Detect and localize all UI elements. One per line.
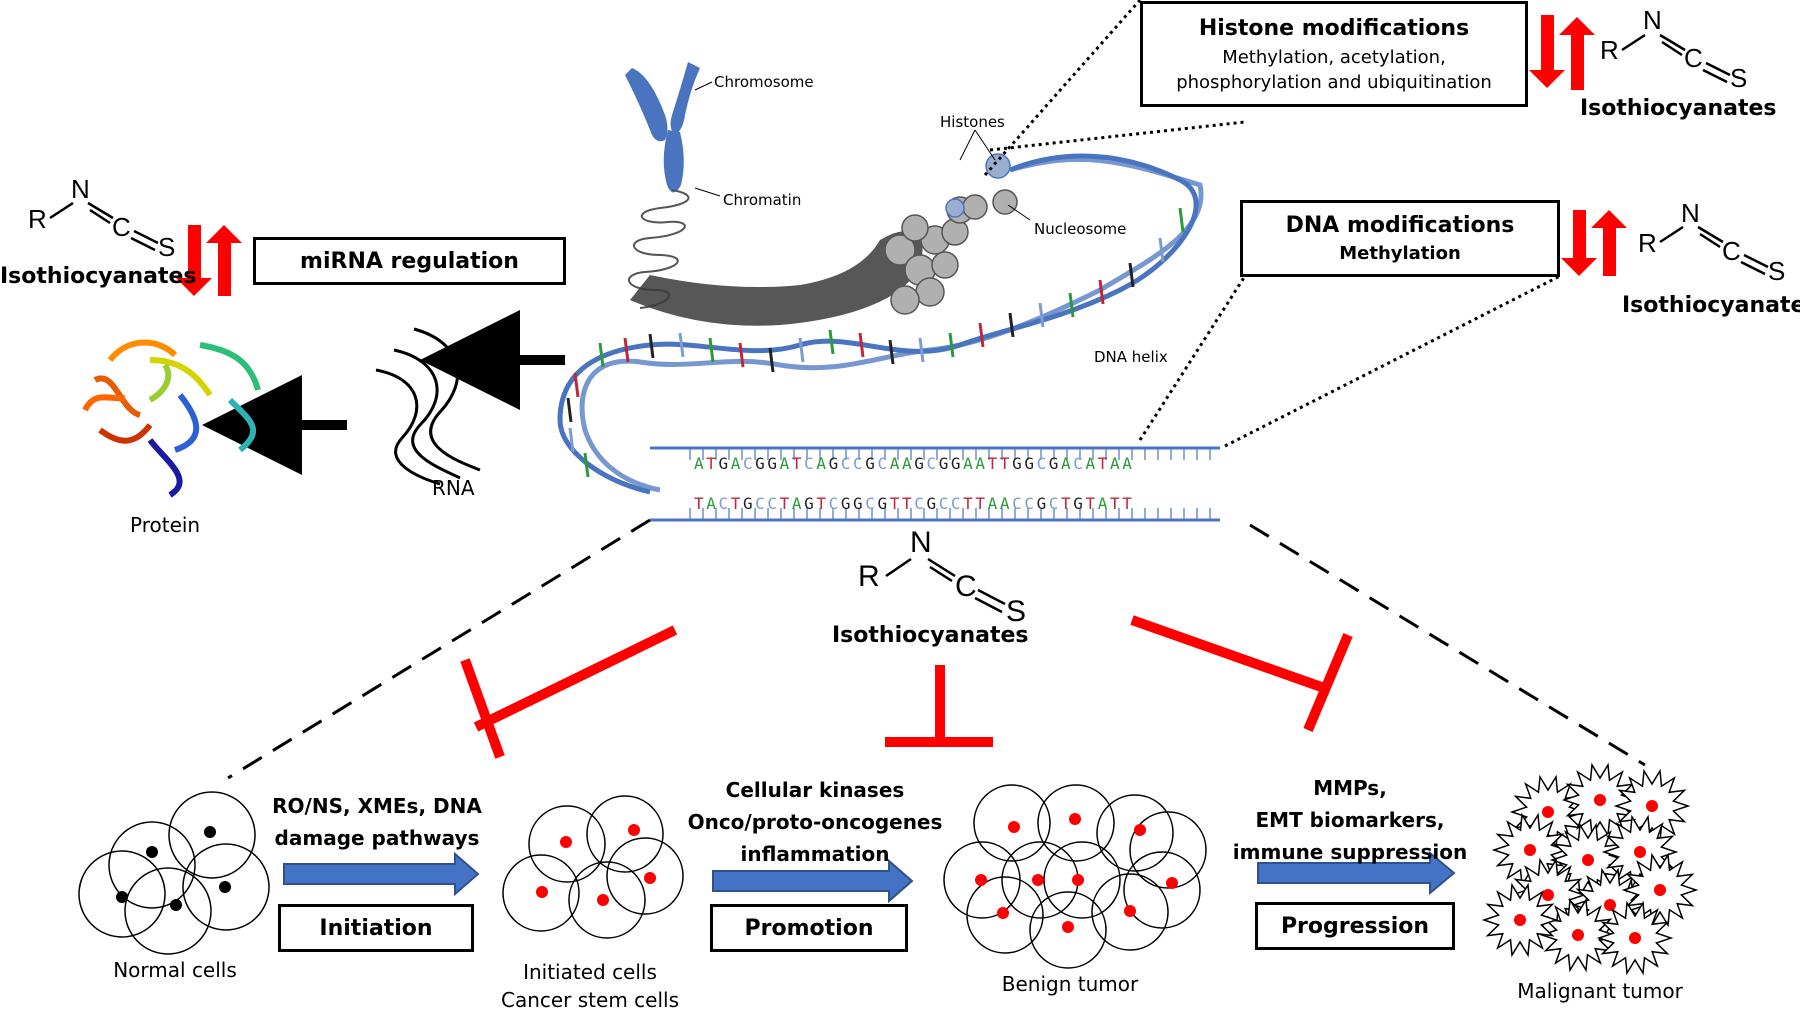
chromatin-label: Chromatin (723, 191, 802, 209)
initiated-cells-label: Initiated cells Cancer stem cells (490, 958, 690, 1014)
initiation-driver-line1: RO/NS, XMEs, DNA (272, 794, 482, 818)
regulation-arrows (176, 15, 1627, 296)
chromatin-fiber (630, 231, 923, 326)
isothiocyanate-s: S (1006, 595, 1027, 628)
callout-lines (983, 0, 1561, 448)
mirna-box-title: miRNA regulation (300, 249, 519, 274)
malignant-nucleus (1542, 889, 1554, 901)
isothiocyanate-s: S (1768, 256, 1786, 286)
progression-drivers: MMPs, EMT biomarkers, immune suppression (1225, 772, 1475, 868)
chromosome-label: Chromosome (714, 73, 814, 91)
isothiocyanate-r: R (1638, 228, 1657, 258)
promotion-box: Promotion (710, 904, 908, 952)
rna-label: RNA (432, 476, 475, 500)
dna-box-title: DNA modifications (1285, 213, 1515, 238)
dna-sequence-bottom: TACTGCCTAGTCGGCGTTCGCCTTAACCGCTGTATT (694, 494, 1135, 513)
promotion-driver-line1: Cellular kinases (725, 778, 905, 802)
isothiocyanate-n: N (910, 526, 932, 559)
dna-helix-graphic (557, 153, 1204, 495)
dna-box-subtitle: Methylation (1339, 243, 1461, 264)
isothiocyanate-c: C (112, 212, 131, 242)
stage-arrows (283, 850, 1456, 904)
initiated-cells-line2: Cancer stem cells (500, 988, 680, 1012)
malignant-nucleus (1594, 794, 1606, 806)
benign-nuclei (975, 813, 1178, 933)
initiation-driver-line2: damage pathways (274, 826, 480, 850)
isothiocyanate-n: N (71, 174, 90, 204)
initiation-box: Initiation (278, 904, 474, 952)
dna-base-pairs (566, 207, 1185, 478)
dna-sequence-top: ATGACGGATCAGCCGCAAGCGGAATTGGCGACATAA (694, 454, 1135, 473)
malignant-cells (1481, 762, 1699, 976)
isothiocyanate-s: S (1730, 63, 1748, 93)
isothiocyanate-label-right: Isothiocyanates (1622, 293, 1800, 318)
malignant-nucleus (1582, 854, 1594, 866)
histone-box-line1: Methylation, acetylation, (1222, 47, 1446, 68)
nucleosome-label: Nucleosome (1034, 220, 1127, 238)
isothiocyanate-bonds (49, 33, 1769, 614)
isothiocyanate-s: S (158, 232, 176, 262)
promotion-driver-line3: inflammation (740, 842, 890, 866)
malignant-nucleus (1654, 884, 1666, 896)
histones-label: Histones (940, 113, 1005, 131)
isothiocyanate-label-center: Isothiocyanates (832, 623, 1029, 648)
chromosome-graphic (625, 62, 713, 193)
histone-box-line2: phosphorylation and ubiquitination (1176, 72, 1492, 93)
malignant-nucleus (1604, 899, 1616, 911)
histone-modifications-box: Histone modifications Methylation, acety… (1140, 1, 1528, 107)
isothiocyanate-r: R (1600, 35, 1619, 65)
benign-cells (943, 784, 1207, 969)
normal-nuclei (116, 826, 231, 911)
isothiocyanate-c: C (1684, 43, 1703, 73)
initiation-label: Initiation (319, 916, 433, 941)
malignant-nucleus (1572, 929, 1584, 941)
malignant-nucleus (1629, 932, 1641, 944)
stage-dashed-lines (227, 518, 1646, 780)
normal-cells (78, 791, 270, 955)
nucleosome-beads (884, 189, 1018, 315)
malignant-nucleus (1646, 800, 1658, 812)
inhibition-symbols (460, 615, 1353, 759)
protein-graphic (82, 339, 261, 498)
malignant-nucleus (1524, 844, 1536, 856)
isothiocyanate-r: R (858, 560, 880, 593)
initiated-nuclei (536, 824, 656, 906)
isothiocyanate-label-top: Isothiocyanates (1580, 96, 1777, 121)
rna-graphic (375, 327, 481, 486)
histone-beads (945, 153, 1011, 218)
histone-box-title: Histone modifications (1198, 16, 1470, 41)
isothiocyanate-n: N (1681, 198, 1700, 228)
isothiocyanate-c: C (955, 570, 977, 603)
isothiocyanate-label-left: Isothiocyanates (0, 264, 197, 289)
benign-tumor-label: Benign tumor (1001, 972, 1139, 996)
malignant-nucleus (1634, 846, 1646, 858)
mirna-regulation-box: miRNA regulation (253, 237, 566, 285)
progression-driver-line2: EMT biomarkers, (1255, 808, 1445, 832)
dna-ladder (650, 446, 1220, 522)
normal-cells-label: Normal cells (113, 958, 237, 982)
dna-helix-label: DNA helix (1094, 348, 1168, 366)
initiation-drivers: RO/NS, XMEs, DNA damage pathways (252, 790, 502, 854)
progression-label: Progression (1280, 914, 1430, 939)
isothiocyanate-r: R (28, 204, 47, 234)
promotion-drivers: Cellular kinases Onco/proto-oncogenes in… (680, 774, 950, 870)
progression-driver-line3: immune suppression (1232, 840, 1468, 864)
initiated-cells (502, 795, 684, 939)
progression-driver-line1: MMPs, (1313, 776, 1387, 800)
isothiocyanate-c: C (1722, 236, 1741, 266)
malignant-nucleus (1542, 806, 1554, 818)
isothiocyanate-n: N (1643, 5, 1662, 35)
promotion-label: Promotion (744, 916, 874, 941)
protein-label: Protein (130, 513, 201, 537)
promotion-driver-line2: Onco/proto-oncogenes (687, 810, 943, 834)
expression-arrows (202, 310, 565, 475)
progression-box: Progression (1255, 902, 1455, 950)
dna-modifications-box: DNA modifications Methylation (1240, 200, 1560, 277)
malignant-nucleus (1514, 914, 1526, 926)
malignant-tumor-label: Malignant tumor (1517, 979, 1683, 1003)
initiated-cells-line1: Initiated cells (523, 960, 657, 984)
